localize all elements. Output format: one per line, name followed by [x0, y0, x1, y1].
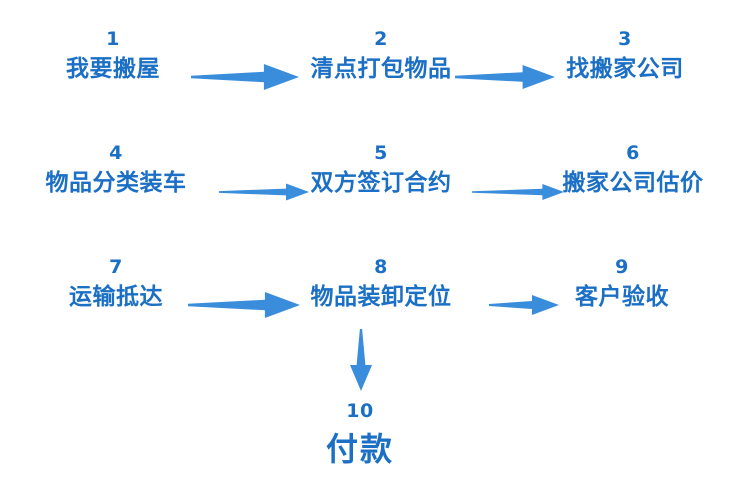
- step-label-4: 物品分类装车: [45, 170, 187, 196]
- step-label-5: 双方签订合约: [310, 170, 452, 196]
- arrow-1-to-2: [191, 64, 299, 90]
- step-node-9: 9 客户验收: [575, 258, 669, 309]
- step-label-10: 付款: [325, 430, 395, 468]
- step-label-8: 物品装卸定位: [310, 284, 452, 310]
- step-number-2: 2: [374, 28, 388, 50]
- step-number-10: 10: [346, 400, 374, 422]
- step-number-6: 6: [626, 142, 640, 164]
- step-node-2: 2 清点打包物品: [311, 30, 452, 81]
- step-number-7: 7: [109, 256, 123, 278]
- arrow-5-to-6: [472, 184, 564, 200]
- step-number-9: 9: [615, 256, 629, 278]
- step-node-4: 4 物品分类装车: [46, 144, 187, 195]
- step-node-10: 10 付款: [325, 400, 395, 468]
- step-label-2: 清点打包物品: [310, 56, 452, 82]
- step-label-9: 客户验收: [575, 284, 669, 310]
- step-label-3: 找搬家公司: [566, 56, 684, 82]
- step-label-1: 我要搬屋: [66, 56, 160, 82]
- step-node-3: 3 找搬家公司: [566, 30, 684, 81]
- step-number-8: 8: [374, 256, 388, 278]
- step-number-3: 3: [618, 28, 632, 50]
- step-node-8: 8 物品装卸定位: [311, 258, 452, 309]
- step-number-5: 5: [374, 142, 388, 164]
- arrow-8-to-10: [350, 329, 372, 391]
- step-number-4: 4: [109, 142, 123, 164]
- step-label-7: 运输抵达: [69, 284, 163, 310]
- step-number-1: 1: [106, 28, 120, 50]
- step-node-1: 1 我要搬屋: [66, 30, 160, 81]
- step-node-5: 5 双方签订合约: [311, 144, 452, 195]
- arrow-8-to-9: [489, 295, 559, 315]
- arrow-2-to-3: [455, 65, 555, 89]
- step-node-7: 7 运输抵达: [69, 258, 163, 309]
- step-node-6: 6 搬家公司估价: [563, 144, 704, 195]
- arrow-7-to-8: [188, 292, 300, 318]
- step-label-6: 搬家公司估价: [562, 170, 704, 196]
- arrow-4-to-5: [219, 183, 309, 201]
